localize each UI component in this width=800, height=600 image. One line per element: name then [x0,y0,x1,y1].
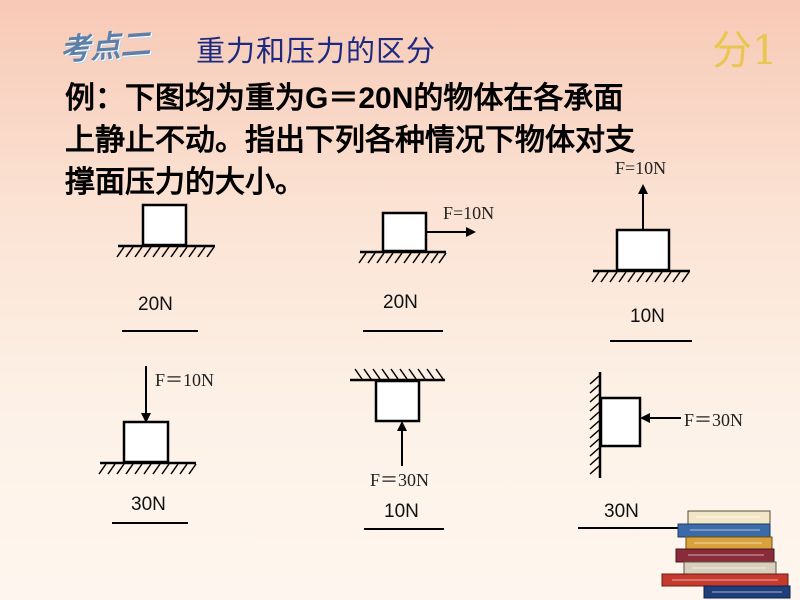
block [374,379,421,423]
ground-hatching [591,271,690,283]
diagram-case-3 [591,184,690,283]
force-label-case-3: F=10N [615,158,667,178]
stack-of-books-icon [661,510,791,599]
force-label-case-6: F＝30N [684,410,744,430]
answer-case-4: 30N [131,494,166,515]
diagram-case-6 [589,372,681,478]
page-title: 重力和压力的区分 [196,36,437,68]
force-label-case-5: F＝30N [370,470,430,490]
diagram-case-4 [98,366,197,475]
answer-case-2: 20N [383,292,418,313]
block [599,396,642,448]
ground-hatching [358,252,447,264]
answer-case-1: 20N [138,294,173,315]
force-label-case-4: F＝10N [155,370,215,390]
block [122,420,170,464]
diagram-case-5 [350,368,445,466]
question-line: 上静止不动。指出下列各种情况下物体对支 [65,124,635,157]
question-text: 例：下图均为重为G＝20N的物体在各承面 上静止不动。指出下列各种情况下物体对支… [65,78,765,204]
answer-blanks [112,330,692,530]
question-line: 撑面压力的大小。 [65,166,305,199]
diagram-case-2 [358,211,476,264]
block [141,203,188,247]
score-label: 分1 [712,28,778,74]
answer-case-3: 10N [630,306,665,327]
force-label-case-2: F=10N [443,203,495,223]
answer-case-5: 10N [384,501,419,522]
ground-hatching [98,463,197,475]
wall-hatching [589,375,600,475]
block [381,211,428,253]
question-line: 例：下图均为重为G＝20N的物体在各承面 [65,82,624,115]
diagram-case-1 [116,203,215,258]
block [615,228,671,272]
ceiling-hatching [354,368,444,380]
answer-case-6: 30N [604,501,639,522]
ground-hatching [116,246,215,258]
